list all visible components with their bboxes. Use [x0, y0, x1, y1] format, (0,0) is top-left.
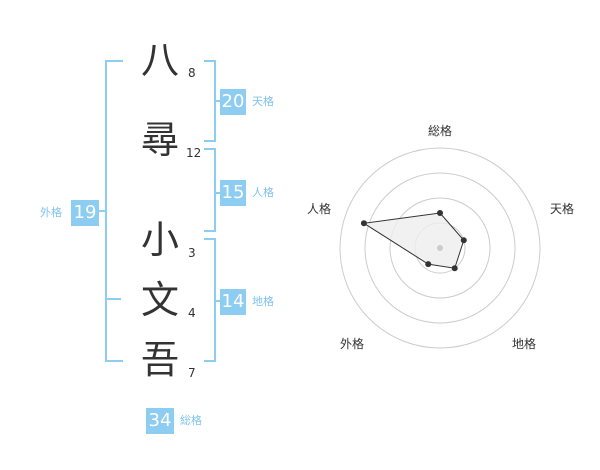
- radar-point-1: [437, 210, 443, 216]
- tenkaku-score: 20: [220, 89, 246, 115]
- radar-ring: [364, 172, 516, 324]
- stroke-count-1: 8: [188, 66, 196, 80]
- name-char-5: 吾: [140, 338, 179, 382]
- name-char-3: 小: [140, 218, 179, 262]
- radar-axis-label-gaikaku: 外格: [340, 337, 365, 351]
- radar-point-4: [425, 261, 432, 268]
- radar-axis-label-jinkaku: 人格: [307, 202, 332, 216]
- radar-ring: [389, 197, 491, 299]
- gaikaku-bracket: [105, 60, 123, 362]
- bracket-tick-chikaku: [214, 300, 220, 302]
- soukaku-label: 総格: [180, 414, 202, 427]
- gaikaku-score: 19: [71, 200, 99, 226]
- jinkaku-score: 15: [220, 180, 246, 206]
- tenkaku-label: 天格: [252, 95, 274, 108]
- gaikaku-split-tick: [105, 298, 121, 300]
- radar-point-3: [451, 265, 458, 272]
- bracket-tick-tenkaku: [214, 100, 220, 102]
- gaikaku-bracket-tick: [96, 210, 105, 212]
- name-char-2: 尋: [140, 118, 179, 162]
- jinkaku-bracket: [204, 148, 216, 232]
- stroke-count-4: 4: [188, 306, 196, 320]
- name-char-1: 八: [140, 38, 179, 82]
- chikaku-score: 14: [220, 289, 246, 315]
- bracket-tick-jinkaku: [214, 192, 220, 194]
- name-char-4: 文: [140, 278, 179, 322]
- stroke-count-2: 12: [186, 146, 202, 160]
- radar-polygon: [362, 212, 465, 269]
- chikaku-label: 地格: [252, 295, 274, 308]
- radar-point-5: [360, 220, 367, 227]
- radar-axis-label-chikaku: 地格: [512, 337, 537, 351]
- radar-ring: [339, 147, 541, 349]
- radar-point-2: [460, 237, 467, 244]
- gaikaku-label: 外格: [40, 206, 62, 219]
- radar-axis-label-tenkaku: 天格: [550, 202, 575, 216]
- stroke-count-5: 7: [188, 366, 196, 380]
- stroke-count-3: 3: [188, 246, 196, 260]
- radar-center-point: [437, 245, 443, 251]
- jinkaku-label: 人格: [252, 186, 274, 199]
- radar-axis-label-soukaku: 総格: [428, 124, 453, 138]
- soukaku-score: 34: [146, 408, 174, 434]
